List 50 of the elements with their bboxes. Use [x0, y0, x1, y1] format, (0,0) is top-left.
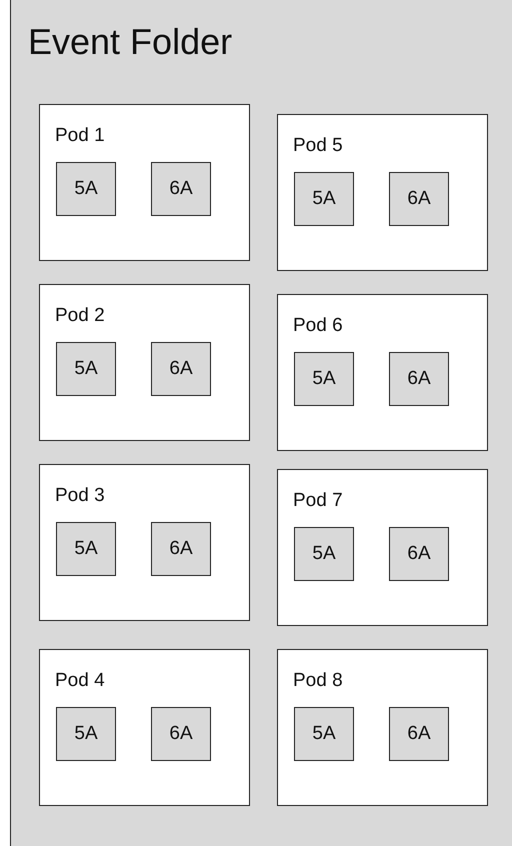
item-label: 5A: [74, 723, 98, 745]
item-label: 5A: [312, 543, 336, 565]
pod-title: Pod 2: [55, 305, 105, 327]
folder-title: Event Folder: [28, 21, 232, 63]
item-label: 5A: [74, 538, 98, 560]
pod-box: [277, 649, 488, 806]
item-label: 6A: [407, 543, 431, 565]
item-label: 6A: [169, 358, 193, 380]
item-label: 6A: [407, 188, 431, 210]
item-box: [389, 172, 449, 226]
item-box: [151, 707, 211, 761]
item-label: 6A: [169, 723, 193, 745]
item-label: 5A: [312, 723, 336, 745]
pod-box: [39, 649, 250, 806]
item-box: [294, 352, 354, 406]
item-label: 6A: [407, 723, 431, 745]
pod-box: [39, 104, 250, 261]
pod-box: [277, 294, 488, 451]
item-label: 6A: [407, 368, 431, 390]
pod-title: Pod 3: [55, 485, 105, 507]
item-label: 5A: [74, 358, 98, 380]
item-box: [56, 162, 116, 216]
item-label: 6A: [169, 178, 193, 200]
item-label: 5A: [312, 368, 336, 390]
pod-box: [277, 114, 488, 271]
item-box: [294, 172, 354, 226]
item-box: [294, 707, 354, 761]
item-box: [389, 352, 449, 406]
item-label: 5A: [312, 188, 336, 210]
item-box: [56, 342, 116, 396]
pod-box: [39, 284, 250, 441]
item-box: [151, 162, 211, 216]
item-box: [389, 527, 449, 581]
folder-panel: [10, 0, 512, 846]
pod-box: [39, 464, 250, 621]
item-box: [389, 707, 449, 761]
item-box: [151, 522, 211, 576]
pod-title: Pod 6: [293, 315, 343, 337]
item-box: [151, 342, 211, 396]
pod-title: Pod 1: [55, 125, 105, 147]
pod-title: Pod 5: [293, 135, 343, 157]
pod-title: Pod 7: [293, 490, 343, 512]
pod-title: Pod 8: [293, 670, 343, 692]
item-label: 6A: [169, 538, 193, 560]
pod-title: Pod 4: [55, 670, 105, 692]
pod-box: [277, 469, 488, 626]
item-box: [56, 707, 116, 761]
item-box: [56, 522, 116, 576]
item-box: [294, 527, 354, 581]
item-label: 5A: [74, 178, 98, 200]
